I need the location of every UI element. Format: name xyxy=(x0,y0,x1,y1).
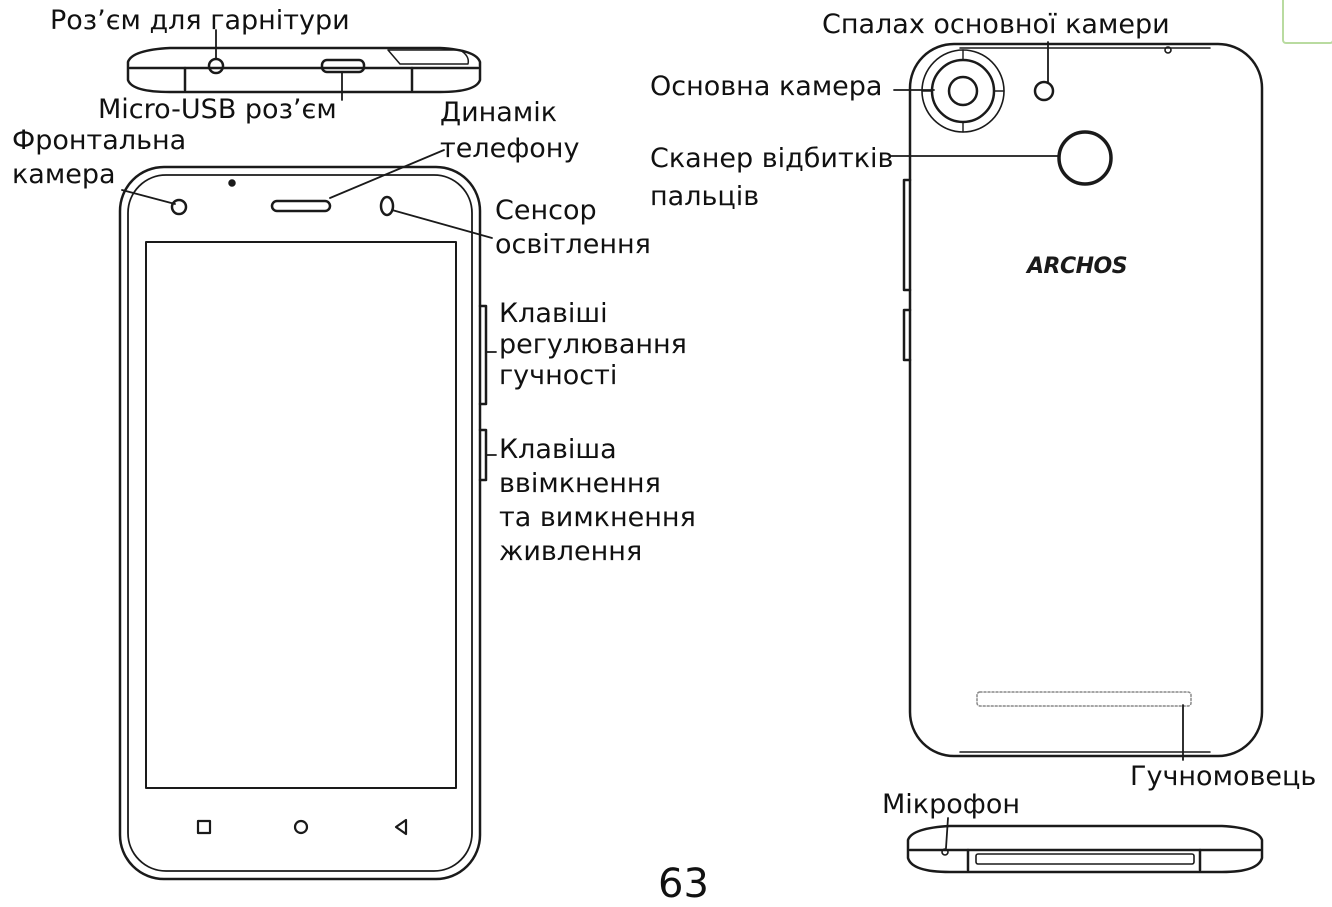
label-fingerprint-line2: пальців xyxy=(650,181,760,212)
main-camera-lens xyxy=(947,75,979,107)
phone-top-edge-view xyxy=(126,46,482,94)
earpiece-grille xyxy=(270,199,332,213)
label-fingerprint: Сканер відбитків пальців xyxy=(650,140,893,216)
main-camera-ring xyxy=(921,49,1005,133)
label-power-key: Клавіша ввімкнення та вимкнення живлення xyxy=(499,433,696,569)
bottom-speaker-slot xyxy=(975,853,1195,865)
power-key xyxy=(478,428,488,482)
label-front-camera-line1: Фронтальна xyxy=(12,125,187,156)
phone-bottom-edge-view xyxy=(906,824,1264,874)
micro-usb-port xyxy=(320,58,366,74)
front-screen xyxy=(145,241,457,789)
label-front-camera-line2: камера xyxy=(12,159,116,190)
label-micro-usb: Micro-USB роз’єм xyxy=(98,94,337,125)
label-main-camera: Основна камера xyxy=(650,71,883,102)
label-earpiece: Динамік телефону xyxy=(440,95,579,167)
headset-jack xyxy=(207,57,225,75)
label-volume-keys: Клавіші регулювання гучності xyxy=(499,298,687,391)
square-icon xyxy=(196,819,212,835)
label-headset-jack: Роз’єм для гарнітури xyxy=(50,5,350,36)
label-fingerprint-line1: Сканер відбитків xyxy=(650,143,894,174)
label-volume-keys-line1: Клавіші xyxy=(499,298,608,329)
label-flash: Спалах основної камери xyxy=(822,9,1170,40)
page-number: 63 xyxy=(658,861,709,907)
label-microphone: Мікрофон xyxy=(882,789,1021,820)
label-loudspeaker: Гучномовець xyxy=(1130,761,1317,792)
camera-flash xyxy=(1033,80,1055,102)
label-power-key-line1: Клавіша xyxy=(499,434,617,465)
label-volume-keys-line2: регулювання xyxy=(499,329,687,360)
label-earpiece-line1: Динамік xyxy=(440,97,558,128)
label-power-key-line3: та вимкнення xyxy=(499,502,696,533)
corner-tab-marker xyxy=(1282,0,1332,44)
loudspeaker-grille xyxy=(976,691,1192,707)
fingerprint-scanner xyxy=(1057,130,1113,186)
label-light-sensor: Сенсор освітлення xyxy=(495,194,651,262)
circle-icon xyxy=(293,819,309,835)
back-leader-lines xyxy=(889,41,1184,849)
triangle-icon xyxy=(394,818,408,836)
phone-back-view xyxy=(902,42,1264,758)
light-sensor xyxy=(379,195,395,217)
volume-keys xyxy=(478,304,488,406)
label-power-key-line2: ввімкнення xyxy=(499,468,661,499)
label-earpiece-line2: телефону xyxy=(440,133,580,164)
microphone-hole xyxy=(941,848,949,856)
front-leader-lines xyxy=(121,29,497,456)
brand-logo: ARCHOS xyxy=(1027,254,1128,279)
label-power-key-line4: живлення xyxy=(499,536,643,567)
front-camera xyxy=(170,198,188,216)
label-light-sensor-line1: Сенсор xyxy=(495,195,597,226)
phone-front-view xyxy=(118,165,488,881)
label-volume-keys-line3: гучності xyxy=(499,360,618,391)
label-light-sensor-line2: освітлення xyxy=(495,229,651,260)
label-front-camera: Фронтальна камера xyxy=(12,124,186,192)
